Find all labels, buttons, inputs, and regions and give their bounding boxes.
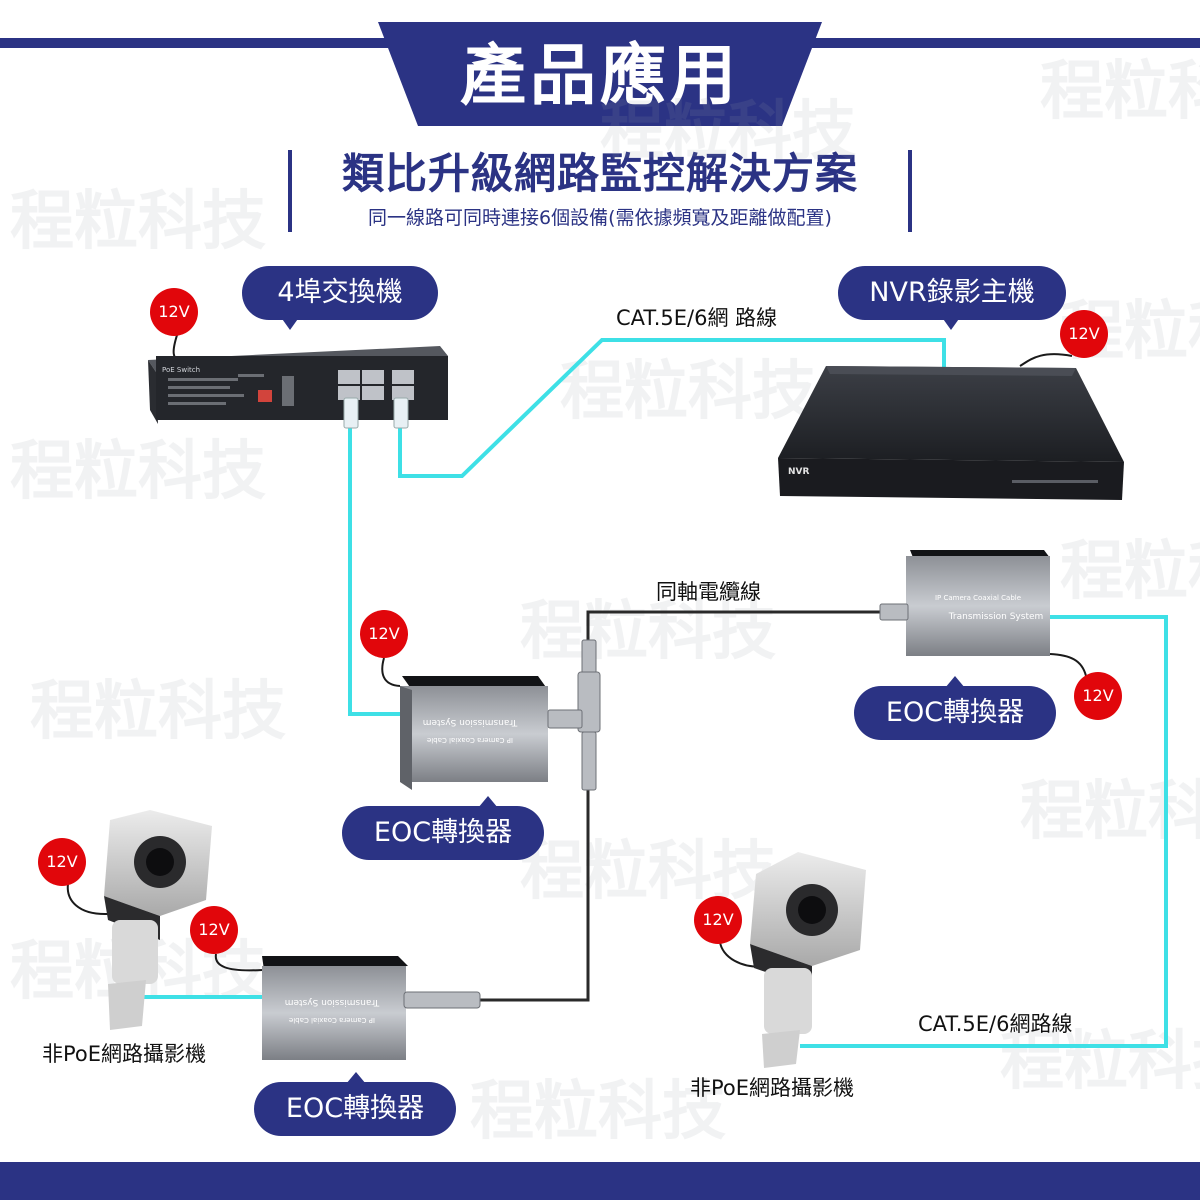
cable-switch-to-eoc (348, 425, 402, 716)
page-title: 產品應用 (460, 37, 740, 114)
nvr-recorder: NVR (778, 366, 1124, 500)
subtitle-left-bar (288, 150, 292, 232)
cable-switch-to-nvr (398, 338, 946, 478)
switch-label: 4埠交換機 (242, 266, 438, 320)
cable-label-top: CAT.5E/6網 路線 (616, 306, 778, 330)
eoc-text: Transmission System (423, 717, 519, 727)
eoc-text: IP Camera Coaxial Cable (935, 594, 1021, 602)
power-leads (66, 331, 1087, 972)
subtitle-right-bar (908, 150, 912, 232)
banner-shape (378, 22, 822, 126)
camera-label-left: 非PoE網路攝影機 (42, 1042, 207, 1066)
power-badge-nvr: 12V (1060, 310, 1108, 358)
nvr-brand: NVR (788, 467, 809, 477)
eoc-text: IP Camera Coaxial Cable (427, 736, 513, 744)
cable-eoc-to-camera-right (800, 615, 1168, 1048)
eoc-label-right: EOC轉換器 (854, 686, 1056, 740)
eoc-converter-center: Transmission System IP Camera Coaxial Ca… (400, 676, 548, 790)
eoc-converter-bottom: Transmission System IP Camera Coaxial Ca… (262, 956, 481, 1060)
camera-label-right: 非PoE網路攝影機 (690, 1076, 855, 1100)
power-badge-eoc-center: 12V (360, 610, 408, 658)
coax-to-eoc-bottom (480, 790, 590, 1002)
coax-label: 同軸電纜線 (656, 580, 761, 604)
eoc-text: IP Camera Coaxial Cable (289, 1016, 375, 1024)
camera-right (750, 852, 866, 1068)
cable-label-right: CAT.5E/6網路線 (918, 1012, 1073, 1036)
power-badge-eoc-bottom: 12V (190, 906, 238, 954)
poe-switch: PoE Switch (148, 346, 448, 429)
bottom-bar (0, 1162, 1200, 1200)
eoc-label-bottom: EOC轉換器 (254, 1082, 456, 1136)
camera-left (104, 810, 212, 1030)
nvr-label: NVR錄影主機 (838, 266, 1066, 320)
power-badge-camera-right: 12V (694, 896, 742, 944)
subtitle-note: 同一線路可同時連接6個設備(需依據頻寬及距離做配置) (368, 207, 832, 229)
eoc-text: Transmission System (948, 612, 1044, 622)
power-badge-eoc-right: 12V (1074, 672, 1122, 720)
bnc-t-connector (547, 639, 601, 791)
switch-brand: PoE Switch (162, 366, 200, 374)
coax-to-eoc-right (586, 610, 880, 640)
subtitle: 類比升級網路監控解決方案 (341, 149, 858, 198)
eoc-label-center: EOC轉換器 (342, 806, 544, 860)
power-badge-camera-left: 12V (38, 838, 86, 886)
eoc-converter-right: IP Camera Coaxial Cable Transmission Sys… (879, 550, 1050, 656)
ethernet-cables (142, 338, 1168, 1048)
power-badge-switch: 12V (150, 288, 198, 336)
eoc-text: Transmission System (285, 997, 381, 1007)
coax-cables (480, 610, 880, 1002)
